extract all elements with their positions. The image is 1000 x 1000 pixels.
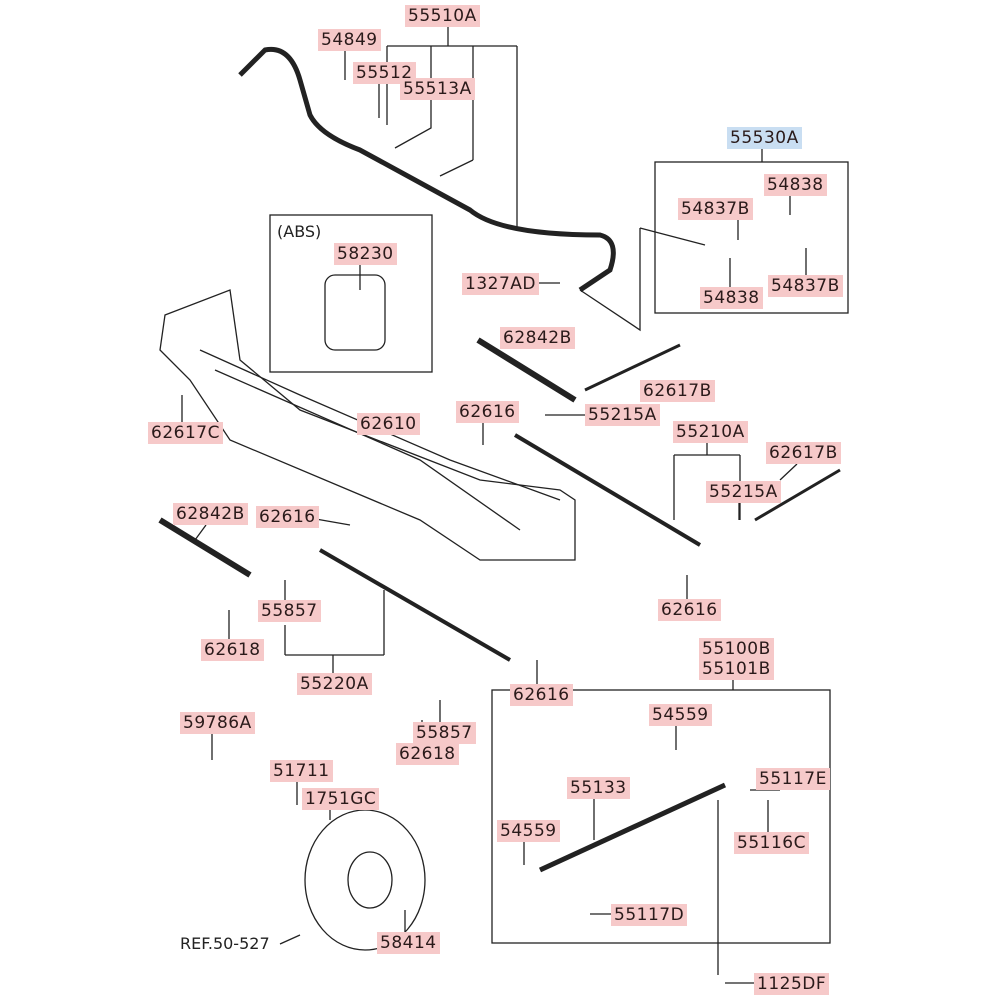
part-label-62616[interactable]: 62616 <box>658 599 721 621</box>
part-label-62617C[interactable]: 62617C <box>148 422 223 444</box>
part-label-55210A[interactable]: 55210A <box>673 421 748 443</box>
part-label-55220A[interactable]: 55220A <box>297 673 372 695</box>
upper-arm <box>513 433 702 547</box>
brake-disc-hub <box>347 851 393 909</box>
caliper <box>324 274 386 351</box>
part-label-54559[interactable]: 54559 <box>649 704 712 726</box>
trailing-arm <box>538 782 727 873</box>
part-label-1327AD[interactable]: 1327AD <box>462 273 539 295</box>
part-label-55857[interactable]: 55857 <box>258 600 321 622</box>
part-label-58230[interactable]: 58230 <box>334 243 397 265</box>
part-label-55512[interactable]: 55512 <box>353 62 416 84</box>
part-label-54849[interactable]: 54849 <box>318 29 381 51</box>
part-label-1751GC[interactable]: 1751GC <box>302 788 380 810</box>
stabilizer-bar <box>238 46 616 293</box>
part-label-54838[interactable]: 54838 <box>764 174 827 196</box>
part-label-62842B[interactable]: 62842B <box>173 503 248 525</box>
part-label-62616[interactable]: 62616 <box>256 506 319 528</box>
part-label-55857[interactable]: 55857 <box>413 722 476 744</box>
bracket-55510A <box>386 27 518 228</box>
abs-box <box>269 214 433 373</box>
bolts <box>584 343 841 522</box>
part-label-55100B[interactable]: 55100B <box>699 638 774 660</box>
part-label-54838[interactable]: 54838 <box>700 287 763 309</box>
part-label-62842B[interactable]: 62842B <box>500 327 575 349</box>
ref-caption: REF.50-527 <box>180 934 270 953</box>
part-label-62616[interactable]: 62616 <box>510 684 573 706</box>
link-plates <box>158 337 577 578</box>
abs-caption: (ABS) <box>277 222 322 241</box>
part-label-54559[interactable]: 54559 <box>497 820 560 842</box>
part-label-54837B[interactable]: 54837B <box>768 275 843 297</box>
part-label-59786A[interactable]: 59786A <box>180 712 255 734</box>
lower-arm-box <box>491 689 831 944</box>
lower-arm <box>318 548 512 662</box>
part-label-62616[interactable]: 62616 <box>456 401 519 423</box>
part-label-1125DF[interactable]: 1125DF <box>754 973 830 995</box>
part-label-55510A[interactable]: 55510A <box>405 5 480 27</box>
brake-disc <box>304 809 426 951</box>
part-label-55133[interactable]: 55133 <box>567 777 630 799</box>
link-kit-box <box>654 161 849 314</box>
part-label-55215A[interactable]: 55215A <box>706 481 781 503</box>
part-label-62617B[interactable]: 62617B <box>640 380 715 402</box>
part-label-62610[interactable]: 62610 <box>357 413 420 435</box>
part-label-55215A[interactable]: 55215A <box>585 404 660 426</box>
part-label-58414[interactable]: 58414 <box>377 932 440 954</box>
part-label-62618[interactable]: 62618 <box>201 639 264 661</box>
part-label-55513A[interactable]: 55513A <box>400 78 475 100</box>
part-label-62617B[interactable]: 62617B <box>766 442 841 464</box>
part-label-55530A-selected[interactable]: 55530A <box>727 127 802 149</box>
part-label-55101B[interactable]: 55101B <box>699 658 774 680</box>
part-label-55117D[interactable]: 55117D <box>611 904 688 926</box>
leader-lines <box>181 51 807 984</box>
part-label-55117E[interactable]: 55117E <box>756 768 830 790</box>
part-label-55116C[interactable]: 55116C <box>734 832 809 854</box>
part-label-62618[interactable]: 62618 <box>396 743 459 765</box>
part-label-54837B[interactable]: 54837B <box>678 198 753 220</box>
part-label-51711[interactable]: 51711 <box>270 760 333 782</box>
